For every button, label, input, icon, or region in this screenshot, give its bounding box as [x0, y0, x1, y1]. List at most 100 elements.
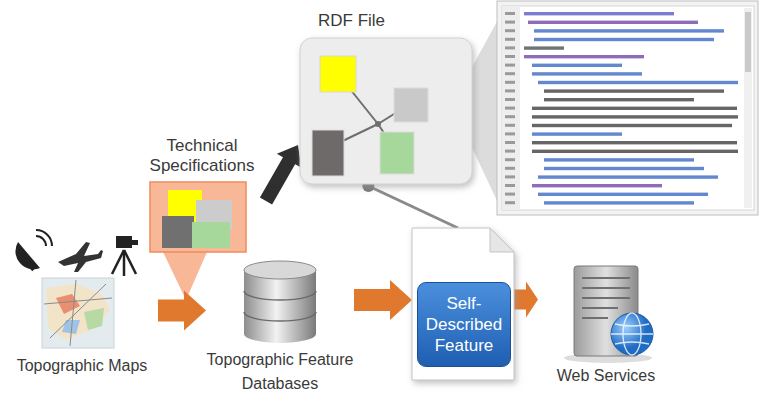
- code-lines-part: [505, 81, 515, 84]
- code-lines-part: [532, 72, 642, 75]
- code-lines-part: [505, 193, 515, 196]
- spec-box-drawing-part: [150, 182, 246, 252]
- source-icon-drawing-part-part: [50, 284, 106, 338]
- server-icon-drawing-part-part: [615, 324, 649, 326]
- connector-part: [514, 281, 538, 317]
- source-icon-drawing-part: [46, 284, 110, 340]
- source-icon-drawing-part-part: [124, 250, 136, 274]
- screenshot-scroll-thumb: [745, 12, 751, 72]
- database-icon-drawing-part: [244, 261, 316, 279]
- code-lines-part: [505, 201, 515, 204]
- server-icon-drawing-part-part: [615, 342, 649, 344]
- screenshot-page: [502, 6, 754, 210]
- rdf-file-panel-drawing-part: [375, 121, 381, 127]
- server-icon-drawing-part-part: [582, 287, 630, 289]
- rdf-file-panel-drawing: [298, 8, 474, 186]
- database-icon-drawing-part-part: [244, 312, 316, 321]
- screenshot-frame: [497, 1, 758, 215]
- code-lines-part: [538, 175, 718, 178]
- code-lines-part: [505, 98, 515, 101]
- source-icon-drawing-part: [44, 280, 112, 346]
- rdf-file-panel-drawing-part: [312, 130, 344, 176]
- document-shape-drawing-part: [412, 228, 514, 380]
- code-lines-part: [505, 29, 515, 32]
- rdf-file-panel-drawing-part: [300, 38, 472, 184]
- source-icon-drawing-part: [112, 250, 136, 276]
- node-label: Web Services: [538, 262, 674, 385]
- code-lines-part: [505, 158, 515, 161]
- code-lines-part: [544, 98, 694, 101]
- database-icon-drawing-part-part: [244, 291, 316, 300]
- server-icon-drawing-part: [582, 278, 630, 318]
- database-icon-drawing-part: [244, 270, 316, 334]
- code-lines-part: [532, 64, 622, 67]
- spec-box-drawing-part: [162, 216, 194, 248]
- node-label: Self-Described Feature: [417, 282, 511, 367]
- rdf-file-panel: RDF File: [298, 8, 474, 186]
- server-icon-drawing-part: [611, 313, 653, 355]
- spec-box: Technical Specifications: [138, 136, 266, 254]
- connector: [158, 291, 206, 331]
- rdf-file-panel-drawing-part: [380, 132, 414, 174]
- code-lines-part: [532, 124, 732, 127]
- code-lines-part: [532, 141, 737, 144]
- connector-part: [354, 280, 412, 320]
- code-lines-part: [524, 55, 644, 58]
- code-lines-part: [505, 132, 515, 135]
- connector-part: [158, 291, 206, 331]
- connector: [260, 145, 301, 204]
- code-lines-part: [505, 64, 515, 67]
- source-icon-drawing-part-part: [36, 236, 46, 246]
- screenshot-gutter: [502, 6, 520, 210]
- code-lines-part: [538, 193, 708, 196]
- code-lines-part: [544, 201, 694, 204]
- code-lines-part: [544, 89, 724, 92]
- source-icon-drawing: [6, 228, 158, 378]
- source-icon-drawing-part-part: [70, 280, 76, 346]
- code-lines-part: [524, 12, 674, 15]
- connector-part: [260, 145, 301, 204]
- source-icon-drawing-part-part: [112, 250, 124, 274]
- code-lines-part: [544, 167, 704, 170]
- code-lines-part: [505, 150, 515, 153]
- code-lines-part: [505, 72, 515, 75]
- code-lines-part: [505, 38, 515, 41]
- node-label: Topographic Feature Databases: [206, 258, 354, 396]
- screenshot-scrollbar: [744, 8, 752, 208]
- connector: [514, 281, 538, 317]
- code-lines-part: [505, 124, 515, 127]
- server-icon-drawing-part-part: [611, 333, 653, 334]
- source-icon-drawing-part: [56, 294, 80, 314]
- code-lines-part: [532, 115, 738, 118]
- code-lines-part: [505, 46, 515, 49]
- source-icon-drawing-part: [42, 278, 114, 348]
- code-lines-part: [538, 81, 738, 84]
- spec-box-drawing-part: [192, 222, 230, 248]
- database-icon-drawing-part: [244, 325, 316, 343]
- code-lines-part: [534, 29, 724, 32]
- code-lines-part: [505, 12, 515, 15]
- code-lines-part: [505, 21, 515, 24]
- code-lines-part: [505, 167, 515, 170]
- code-lines-part: [505, 175, 515, 178]
- source-icon: Topographic Maps: [6, 228, 158, 378]
- code-lines-part: [505, 115, 515, 118]
- code-lines-part: [524, 46, 564, 49]
- database-icon-drawing-part: [244, 291, 316, 321]
- source-icon-drawing-part-part: [21, 255, 36, 271]
- code-lines-part: [532, 107, 737, 110]
- code-lines-part: [505, 107, 515, 110]
- connector-part: [368, 186, 458, 228]
- source-icon-drawing-part: [58, 242, 103, 272]
- source-icon-drawing-part: [132, 240, 138, 245]
- source-icon-drawing-part-part: [44, 298, 112, 304]
- node-label: Topographic Maps: [6, 228, 158, 375]
- code-lines-part: [544, 158, 694, 161]
- server-icon-drawing-part-part: [582, 317, 608, 319]
- node-label: Technical Specifications: [138, 136, 266, 176]
- code-lines-part: [528, 21, 698, 24]
- source-icon-drawing-part: [15, 230, 52, 271]
- code-lines-part: [532, 184, 662, 187]
- rdf-file-panel-drawing-part: [320, 56, 356, 92]
